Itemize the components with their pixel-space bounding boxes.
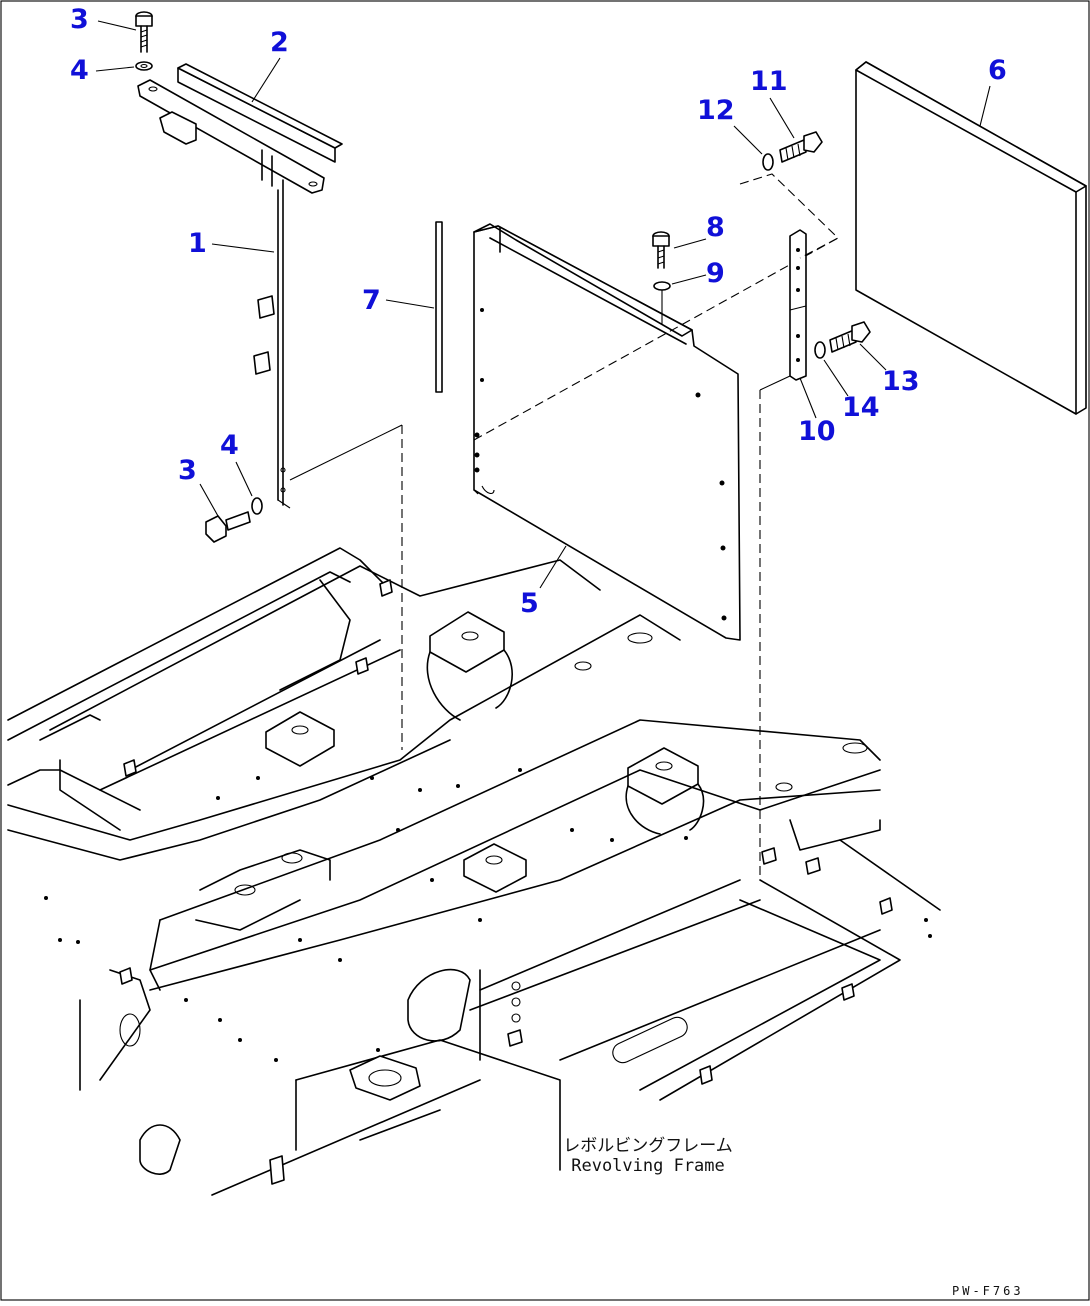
callout-1: 1: [188, 228, 207, 259]
washer-9: [653, 281, 671, 291]
bolt-8: [652, 231, 670, 269]
callout-10: 10: [798, 416, 836, 447]
leader-lines: [95, 20, 991, 589]
bolt-13: [829, 321, 871, 353]
drawing-code: PW-F763: [952, 1284, 1024, 1298]
callout-3-top: 3: [70, 4, 89, 35]
washer-14: [814, 341, 826, 359]
washer-12: [762, 153, 774, 171]
callout-2: 2: [270, 27, 289, 58]
frame-label: レボルビングフレーム Revolving Frame: [548, 1136, 748, 1176]
callout-4-top: 4: [70, 55, 89, 86]
bolt-3-top: [135, 11, 153, 53]
bolt-3-lower: [205, 511, 251, 543]
revolving-frame: [7, 547, 941, 1196]
part-2-bracket: [137, 63, 343, 194]
frame-label-jp: レボルビングフレーム: [563, 1136, 733, 1156]
callout-13: 13: [882, 366, 920, 397]
callout-12: 12: [697, 95, 735, 126]
callout-7: 7: [362, 285, 381, 316]
callout-14: 14: [842, 392, 880, 423]
part-10-bracket: [759, 229, 807, 391]
washer-4-top: [135, 61, 153, 71]
part-6-pad: [855, 61, 1087, 415]
bolt-11: [779, 131, 823, 163]
callout-8: 8: [706, 212, 725, 243]
callout-9: 9: [706, 258, 725, 289]
callout-3-lower: 3: [178, 455, 197, 486]
callout-4-lower: 4: [220, 430, 239, 461]
part-5-cover: [473, 223, 741, 641]
part-7-seal: [435, 221, 443, 393]
washer-4-lower: [251, 497, 263, 515]
frame-label-en: Revolving Frame: [571, 1155, 725, 1176]
callout-5: 5: [520, 588, 539, 619]
part-1-plate: [253, 179, 403, 509]
callout-6: 6: [988, 55, 1007, 86]
callout-11: 11: [750, 66, 788, 97]
